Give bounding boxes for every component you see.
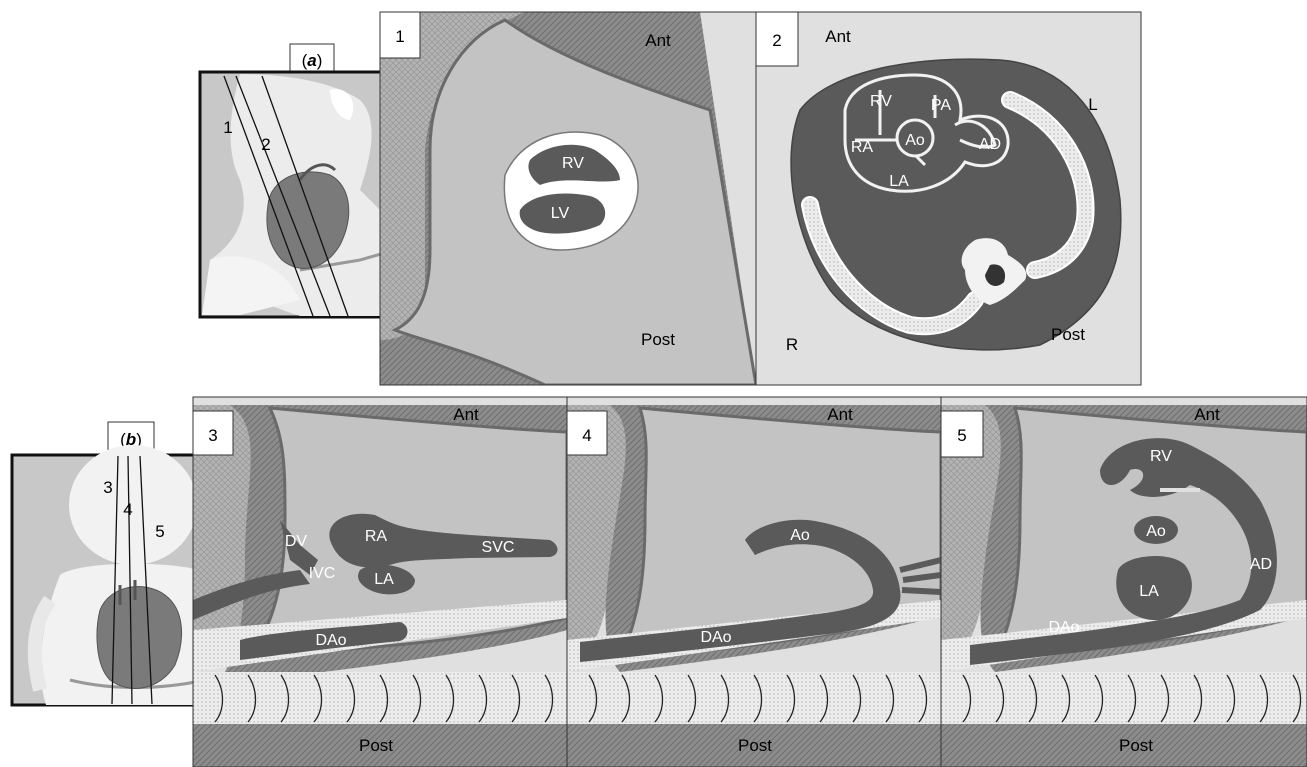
section-number: 4 <box>582 426 591 445</box>
structure-label: RA <box>851 139 874 156</box>
post-label: Post <box>1119 736 1153 755</box>
inset-a-line-label: 2 <box>261 135 270 154</box>
structure-label: PA <box>931 97 951 114</box>
ant-label: Ant <box>645 31 671 50</box>
inset-b-line-label: 3 <box>103 478 112 497</box>
structure-label: SVC <box>482 539 515 556</box>
inset-b-line-label: 4 <box>123 500 132 519</box>
post-label: Post <box>641 330 675 349</box>
ant-label: Ant <box>1194 405 1220 424</box>
structure-label: Ao <box>905 132 925 149</box>
section-number: 3 <box>208 426 217 445</box>
structure-label: DV <box>285 533 308 550</box>
structure-label: AD <box>1250 556 1272 573</box>
structure-label: AD <box>979 136 1001 153</box>
inset-a-line-label: 1 <box>223 118 232 137</box>
structure-label: DAo <box>315 632 346 649</box>
structure-label: DAo <box>700 629 731 646</box>
section-number: 1 <box>395 27 404 46</box>
section-number: 2 <box>772 31 781 50</box>
structure-label: LV <box>551 205 570 222</box>
section-5: RV Ao AD LA DAo Ant Post <box>941 397 1307 767</box>
structure-label: Ao <box>1146 523 1166 540</box>
structure-label: RA <box>365 528 388 545</box>
structure-label: LA <box>889 173 909 190</box>
ant-label: Ant <box>453 405 479 424</box>
structure-label: LA <box>374 571 394 588</box>
structure-label: LA <box>1139 583 1159 600</box>
inset-b-line-label: 5 <box>155 522 164 541</box>
section-2: RV PA RA Ao AD LA Ant Post L R 2 <box>756 12 1141 385</box>
structure-label: Ao <box>790 527 810 544</box>
left-label: L <box>1088 95 1097 114</box>
structure-label: DAo <box>1048 619 1079 636</box>
inset-a-caption: (a) <box>302 51 323 70</box>
ant-label: Ant <box>827 405 853 424</box>
post-label: Post <box>359 736 393 755</box>
structure-label: IVC <box>309 565 336 582</box>
post-label: Post <box>738 736 772 755</box>
ant-label: Ant <box>825 27 851 46</box>
section-number: 5 <box>957 426 966 445</box>
post-label: Post <box>1051 325 1085 344</box>
section-3: DV RA SVC IVC LA DAo Ant Post <box>193 397 567 767</box>
section-1: RV LV Ant Post <box>380 12 756 385</box>
structure-label: RV <box>870 93 892 110</box>
structure-label: RV <box>1150 448 1172 465</box>
section-4: Ao DAo Ant Post <box>567 397 941 767</box>
right-label: R <box>786 335 798 354</box>
structure-label: RV <box>562 155 584 172</box>
